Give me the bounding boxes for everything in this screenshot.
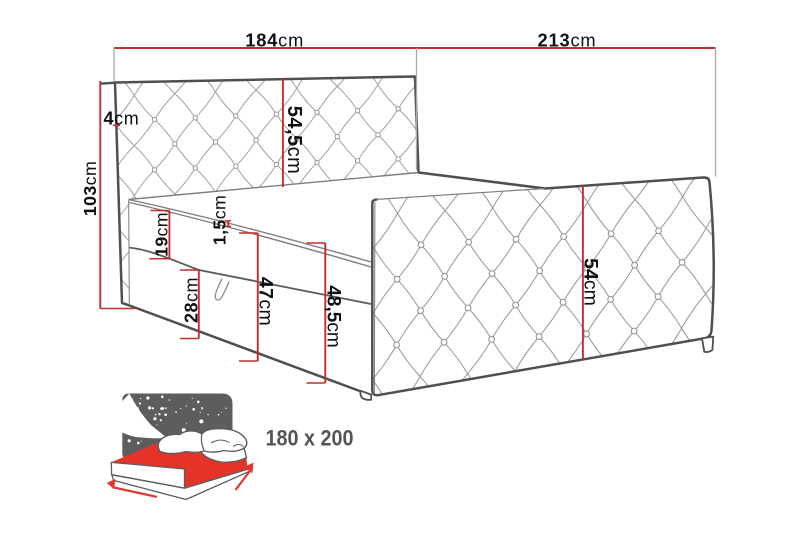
svg-text:19cm: 19cm [151,212,171,257]
svg-text:180 x 200: 180 x 200 [266,426,354,451]
svg-text:4cm: 4cm [104,109,140,129]
svg-text:54,5cm: 54,5cm [283,106,305,175]
svg-text:28cm: 28cm [182,277,202,323]
svg-text:54cm: 54cm [580,258,602,306]
svg-text:47cm: 47cm [255,277,277,326]
svg-text:103cm: 103cm [80,161,100,216]
svg-text:184cm: 184cm [245,29,304,50]
svg-text:213cm: 213cm [538,29,597,50]
svg-text:48,5cm: 48,5cm [323,285,344,347]
svg-text:1,5cm: 1,5cm [210,195,230,245]
